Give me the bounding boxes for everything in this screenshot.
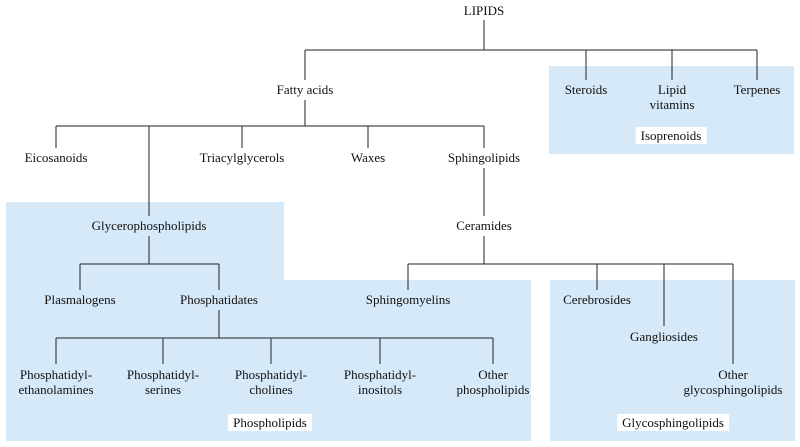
node-other-phospholipids: Other phospholipids xyxy=(456,367,530,397)
node-terpenes: Terpenes xyxy=(733,82,781,97)
node-lipid-vitamins: Lipid vitamins xyxy=(649,82,695,112)
node-glycerophospholipids: Glycerophospholipids xyxy=(91,218,207,233)
node-gangliosides: Gangliosides xyxy=(630,329,698,344)
node-sphingolipids: Sphingolipids xyxy=(447,150,521,165)
node-other-glycosphingolipids: Other glycosphingolipids xyxy=(683,367,783,397)
node-waxes: Waxes xyxy=(350,150,386,165)
node-eicosanoids: Eicosanoids xyxy=(24,150,88,165)
tree-connectors xyxy=(55,20,758,364)
node-fatty-acids: Fatty acids xyxy=(276,82,334,97)
phospholipids-region xyxy=(6,202,531,441)
group-label-isoprenoids: Isoprenoids xyxy=(635,127,707,144)
node-steroids: Steroids xyxy=(564,82,608,97)
node-phosphatidyl-ethanolamines: Phosphatidyl- ethanolamines xyxy=(18,367,94,397)
node-phosphatidyl-inositols: Phosphatidyl- inositols xyxy=(343,367,417,397)
node-phosphatidyl-serines: Phosphatidyl- serines xyxy=(126,367,200,397)
node-triacylglycerols: Triacylglycerols xyxy=(199,150,285,165)
node-cerebrosides: Cerebrosides xyxy=(563,292,631,307)
node-plasmalogens: Plasmalogens xyxy=(44,292,116,307)
group-label-glycosphingolipids: Glycosphingolipids xyxy=(617,414,729,431)
node-phosphatidyl-cholines: Phosphatidyl- cholines xyxy=(234,367,308,397)
node-sphingomyelins: Sphingomyelins xyxy=(365,292,451,307)
node-phosphatidates: Phosphatidates xyxy=(180,292,258,307)
node-ceramides: Ceramides xyxy=(456,218,512,233)
group-label-phospholipids: Phospholipids xyxy=(228,414,312,431)
node-lipids: LIPIDS xyxy=(463,3,505,18)
